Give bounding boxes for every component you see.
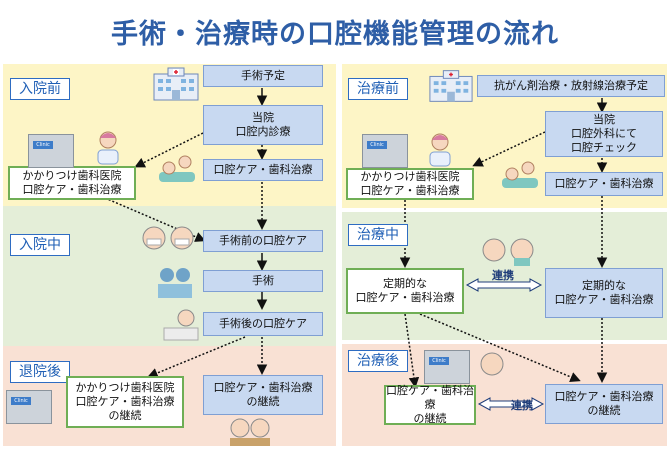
clinic-sign-label: Clinic — [429, 357, 449, 365]
dentist-illustration-icon — [429, 133, 451, 167]
clinic-sign-label: Clinic — [11, 397, 31, 405]
box-pre-op-care: 手術前の口腔ケア — [203, 230, 323, 252]
page-title: 手術・治療時の口腔機能管理の流れ — [111, 19, 559, 50]
box-family-dentist: かかりつけ歯科医院 口腔ケア・歯科治療 — [8, 166, 136, 200]
box-our-hospital-exam: 当院 口腔内診療 — [203, 105, 323, 145]
clinic-sign-label: Clinic — [33, 141, 53, 149]
box-continue-right: 口腔ケア・歯科治療 の継続 — [545, 384, 663, 424]
tag-during-treatment: 治療中 — [348, 224, 408, 246]
tag-during-admission: 入院中 — [10, 234, 70, 256]
dental-chair-patient-icon — [502, 161, 538, 188]
box-family-dentist-right: かかりつけ歯科医院 口腔ケア・歯科治療 — [346, 168, 474, 200]
tag-pre-admission: 入院前 — [10, 78, 70, 100]
tag-after-treatment: 治療後 — [348, 350, 408, 372]
clinic-building-icon: Clinic — [6, 390, 52, 424]
clinic-building-icon: Clinic — [362, 134, 408, 168]
box-periodic-care-right: 定期的な 口腔ケア・歯科治療 — [545, 268, 663, 318]
box-family-dentist-continue: かかりつけ歯科医院 口腔ケア・歯科治療 の継続 — [66, 376, 184, 428]
renkei-label-after: 連携 — [511, 399, 533, 412]
box-periodic-care-left: 定期的な 口腔ケア・歯科治療 — [346, 268, 464, 314]
tag-after-discharge: 退院後 — [10, 361, 70, 383]
box-oral-care-continue: 口腔ケア・歯科治療 の継続 — [203, 375, 323, 415]
clinic-sign-label: Clinic — [367, 141, 387, 149]
post-op-care-icon — [163, 309, 199, 341]
box-oral-surgery-check: 当院 口腔外科にて 口腔チェック — [545, 111, 663, 157]
dentist-illustration-icon — [97, 131, 119, 165]
tag-pre-treatment: 治療前 — [348, 78, 408, 100]
dental-chair-patient-icon — [159, 155, 195, 182]
box-surgery: 手術 — [203, 270, 323, 292]
box-surgery-plan: 手術予定 — [203, 65, 323, 87]
hospital-building-icon — [429, 70, 473, 102]
clinic-building-icon: Clinic — [424, 350, 470, 384]
surgery-team-icon — [158, 268, 192, 298]
hospital-building-icon — [153, 67, 199, 101]
box-continue-left: 口腔ケア・歯科治療 の継続 — [384, 384, 476, 425]
renkei-label-during: 連携 — [492, 269, 514, 282]
box-oral-care: 口腔ケア・歯科治療 — [203, 159, 323, 181]
doctors-faces-icon — [142, 226, 194, 250]
clinic-building-icon: Clinic — [28, 134, 74, 168]
box-chemo-plan: 抗がん剤治療・放射線治療予定 — [477, 75, 665, 97]
box-oral-care-right: 口腔ケア・歯科治療 — [545, 172, 663, 196]
elderly-patient-icon — [480, 352, 504, 376]
elderly-couple-icon — [230, 418, 270, 446]
patient-faces-icon — [482, 238, 534, 266]
box-post-op-care: 手術後の口腔ケア — [203, 312, 323, 336]
